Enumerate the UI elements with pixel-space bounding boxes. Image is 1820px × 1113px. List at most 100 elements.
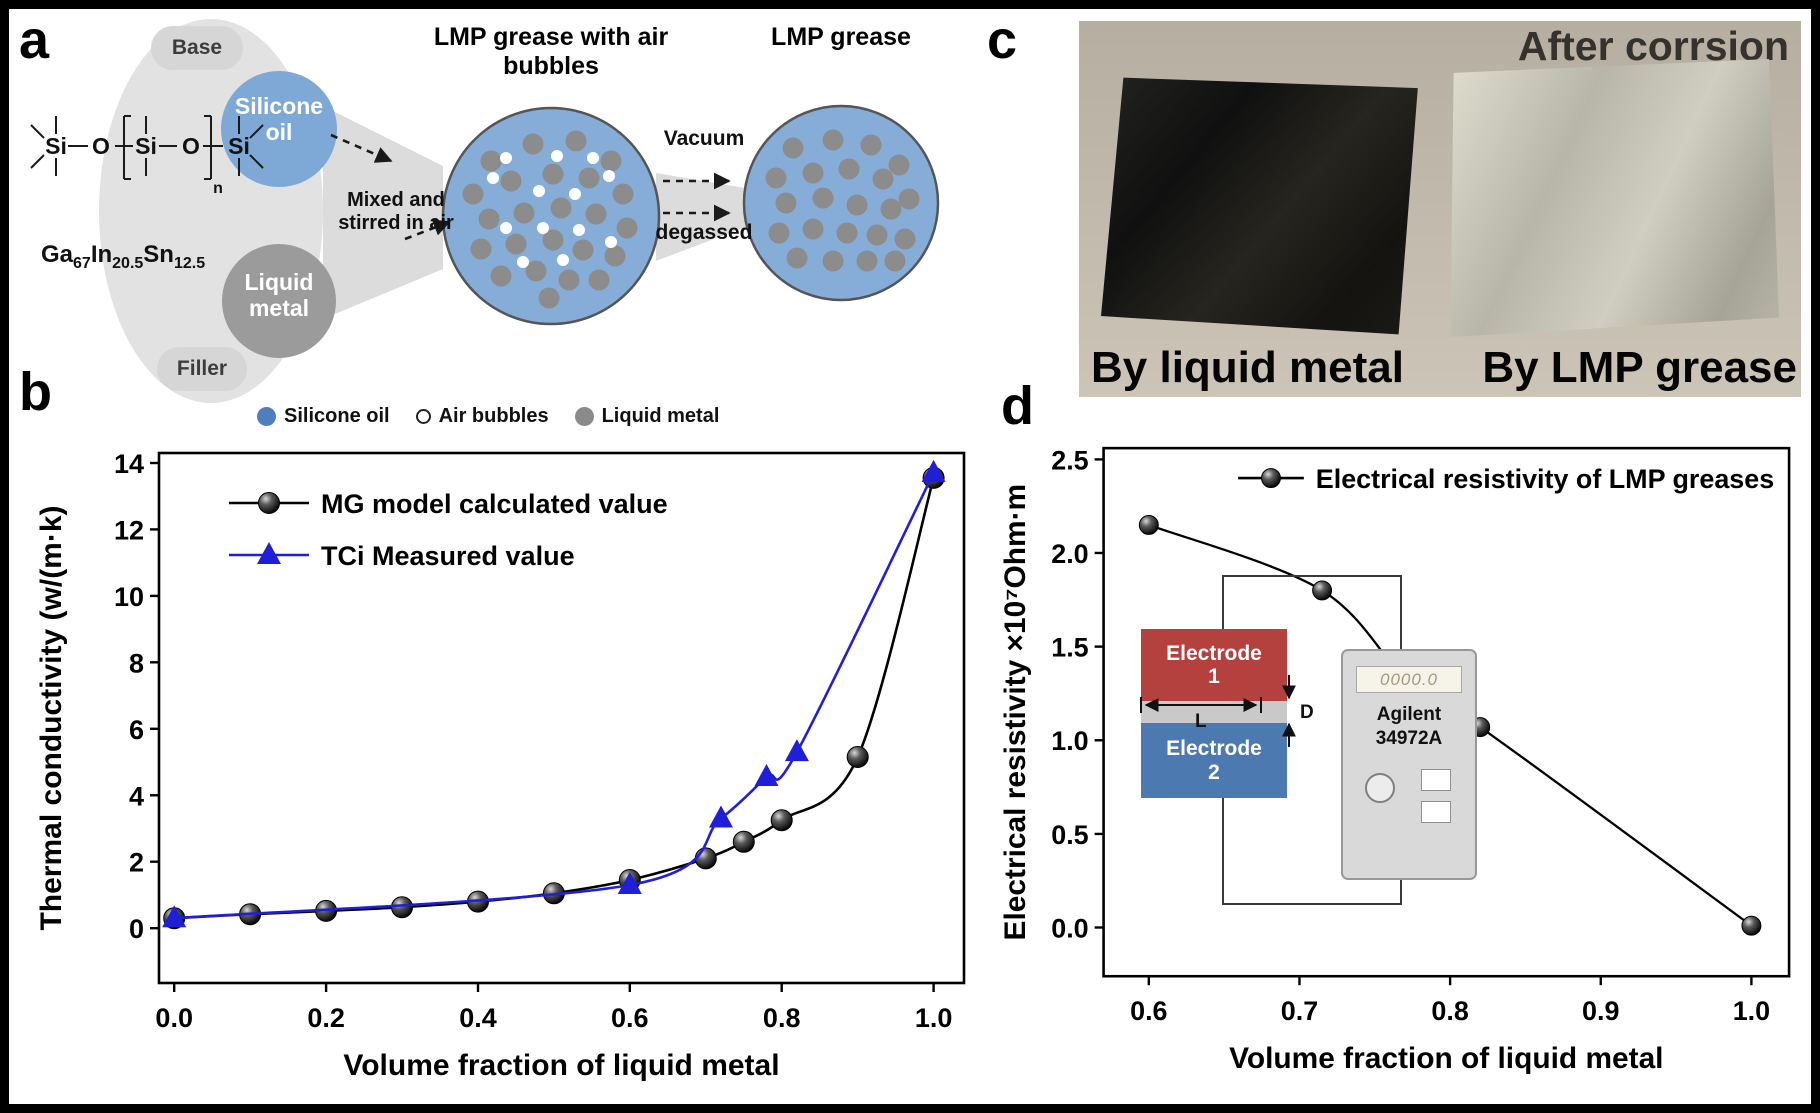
liquid-metal-dots [462,130,638,309]
dot [470,238,492,260]
caption-lmp-grease: By LMP grease [1482,343,1797,392]
measurement-inset: Electrode 1 Electrode 2 [989,422,1811,1104]
dot [880,198,902,220]
dot [487,172,499,184]
silicone-oil-label: Silicone oil [234,93,324,146]
subscript-n: n [213,180,223,197]
x-tick-label: 0.7 [1281,996,1318,1026]
atom-si-3: Si [228,133,250,159]
y-axis-label: Electrical resistivity ×10⁷Ohm·m [999,484,1032,941]
x-tick-label: 0.6 [1130,996,1167,1026]
alloy-formula: Ga67In20.5Sn12.5 [41,241,206,272]
y-tick-label: 2.0 [1051,539,1088,569]
x-tick-label: 1.0 [1733,996,1770,1026]
dot [500,170,522,192]
dot [550,197,572,219]
data-point [709,805,733,828]
y-axis-label: Thermal conductivity (w/(m·k) [35,505,68,930]
dot [765,167,787,189]
dot [525,260,547,282]
chemical-atoms: Si O Si O Si n [45,133,250,197]
dot [872,168,894,190]
legend-item-metal: Liquid metal [574,405,719,428]
dot [569,188,581,200]
dimension-arrows: L D [1140,675,1314,747]
panel-a-legend: Silicone oil Air bubbles Liquid metal [257,405,719,428]
dim-d-label: D [1300,702,1314,723]
atom-si-1: Si [45,133,67,159]
corrosion-photo: After corrsion By liquid metal By LMP gr… [1079,21,1801,397]
legend-label: MG model calculated value [321,489,668,519]
y-tick-label: 8 [129,648,144,678]
legend-item-air: Air bubbles [415,405,549,428]
dot [603,170,615,182]
dot [604,245,626,267]
data-point [694,847,717,870]
dot [894,228,916,250]
x-tick-label: 1.0 [915,1003,953,1033]
atom-o-2: O [182,133,200,159]
x-tick-label: 0.0 [155,1003,193,1033]
dot [478,208,500,230]
dot [558,269,580,291]
data-point [846,746,869,768]
dot [500,222,512,234]
dot [542,163,564,185]
liquid-metal-dot-icon [574,407,594,426]
dot [578,167,600,189]
dot [822,129,844,151]
data-point [617,872,642,894]
data-point [732,830,755,853]
dot [612,183,634,205]
dot [500,152,512,164]
y-tick-label: 0.5 [1051,820,1088,850]
dot [836,222,858,244]
panel-a-label: a [19,10,50,70]
dot [884,250,906,272]
dot [802,162,824,184]
process-arrows [330,133,731,241]
multimeter: 0000.0 Agilent 34972A [1341,649,1477,880]
dot [616,217,638,239]
y-tick-label: 14 [114,449,144,479]
vacuum-label: Vacuum [663,127,745,150]
air-bubble-dots [487,150,617,268]
y-tick-label: 0.0 [1051,913,1088,943]
dot [513,202,535,224]
dot [802,218,824,240]
dot [605,236,617,248]
electrode-1-label: Electrode 1 [1166,641,1262,688]
plot-area [1102,446,1791,978]
electrode-2-label: Electrode 2 [1166,737,1262,784]
dot [600,150,622,172]
x-tick-label: 0.8 [1431,996,1468,1026]
x-tick-label: 0.9 [1582,996,1619,1026]
dot [812,187,834,209]
data-point [1261,468,1281,488]
dot [522,133,544,155]
y-tick-label: 1.5 [1051,633,1088,663]
liquid-metal-dots-2 [765,129,920,272]
multimeter-name: Agilent 34972A [1375,704,1443,749]
y-tick-label: 2 [129,848,144,878]
grease-title: LMP grease [771,23,911,51]
dot [585,203,607,225]
y-tick-label: 10 [114,582,144,612]
dot [538,287,560,309]
base-pill [151,26,243,70]
panel-d-label: d [1001,376,1034,436]
x-axis-label: Volume fraction of liquid metal [343,1049,779,1082]
y-tick-label: 12 [114,515,144,545]
panel-a-diagram: Si O Si O Si n [30,19,940,403]
y-tick-label: 0 [129,914,144,944]
dot [768,222,790,244]
x-tick-label: 0.6 [611,1003,649,1033]
x-tick-label: 0.4 [459,1003,497,1033]
dot [517,256,529,268]
multimeter-display: 0000.0 [1356,666,1462,693]
liquid-metal-circle [222,244,336,358]
